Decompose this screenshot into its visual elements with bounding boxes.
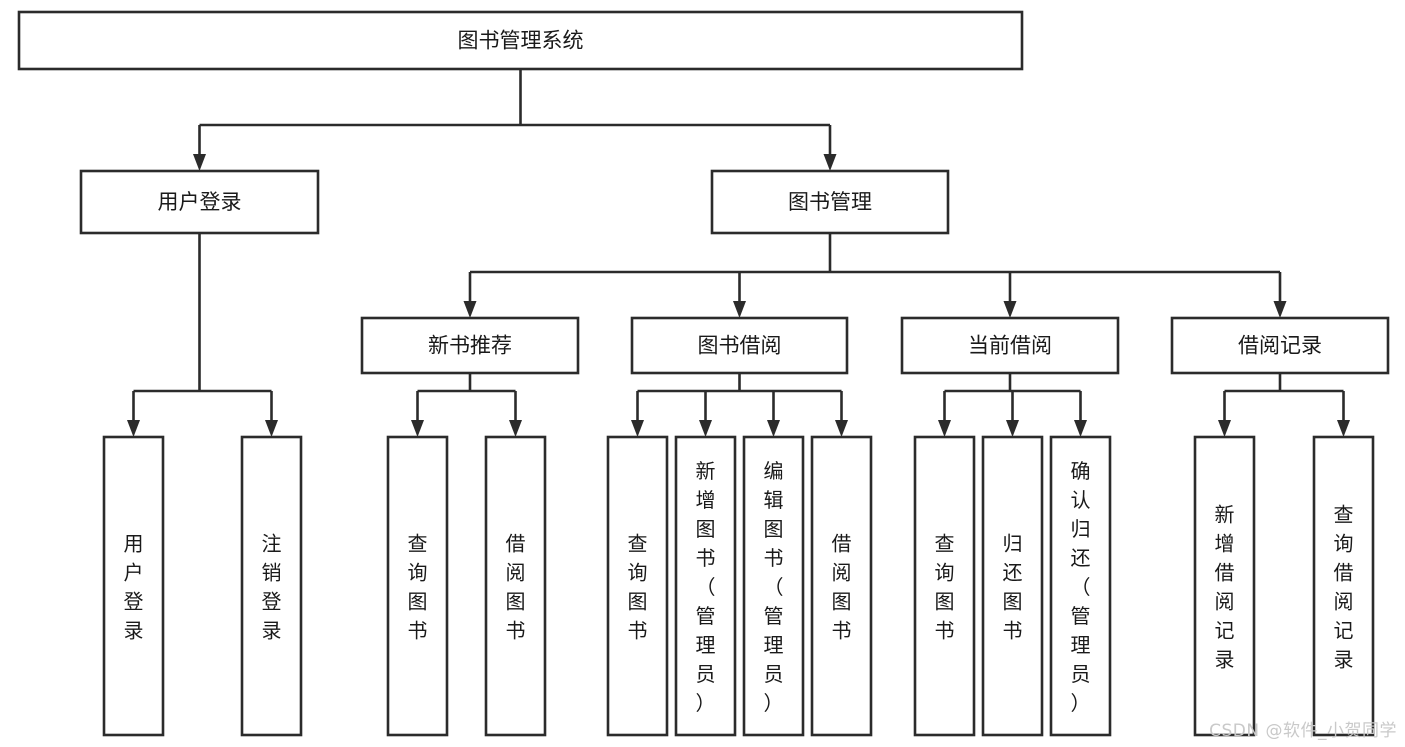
node-borrow-record[interactable]: 借阅记录: [1170, 316, 1390, 375]
node-leaf-query-book-b[interactable]: 查询图书: [606, 435, 669, 737]
connector-layer: [127, 69, 1350, 437]
node-leaf-add-record[interactable]: 新增借阅记录: [1193, 435, 1256, 737]
node-leaf-edit-book[interactable]: 编辑图书（管理员）: [742, 435, 805, 737]
node-leaf-borrow-book-a[interactable]: 借阅图书: [484, 435, 547, 737]
connector-group-book_mgmt: [463, 233, 1287, 318]
connector-group-root: [193, 69, 837, 171]
node-label: 确认归还（管理员）: [1071, 459, 1091, 715]
connector-group-new_book_rec: [411, 373, 522, 437]
node-current-borrow[interactable]: 当前借阅: [900, 316, 1120, 375]
node-layer: 图书管理系统用户登录图书管理新书推荐图书借阅当前借阅借阅记录用户登录注销登录查询…: [17, 10, 1390, 737]
node-label: 新增图书（管理员）: [696, 459, 716, 715]
node-leaf-confirm-return[interactable]: 确认归还（管理员）: [1049, 435, 1112, 737]
connector-group-book_borrow: [631, 373, 848, 437]
node-root[interactable]: 图书管理系统: [17, 10, 1024, 71]
node-label: 借阅图书: [506, 531, 526, 642]
node-leaf-user-login[interactable]: 用户登录: [102, 435, 165, 737]
node-label: 图书管理: [788, 190, 872, 214]
node-label: 新增借阅记录: [1215, 502, 1235, 671]
node-label: 注销登录: [262, 531, 282, 642]
node-new-book-rec[interactable]: 新书推荐: [360, 316, 580, 375]
connector-group-user_login: [127, 233, 278, 437]
node-leaf-query-record[interactable]: 查询借阅记录: [1312, 435, 1375, 737]
node-user-login[interactable]: 用户登录: [79, 169, 320, 235]
node-label: 新书推荐: [428, 334, 512, 358]
connector-group-borrow_record: [1218, 373, 1350, 437]
node-label: 用户登录: [158, 190, 242, 214]
node-leaf-return-book[interactable]: 归还图书: [981, 435, 1044, 737]
connector-group-current_borrow: [938, 373, 1087, 437]
node-leaf-add-book[interactable]: 新增图书（管理员）: [674, 435, 737, 737]
node-label: 查询图书: [408, 531, 428, 642]
node-label: 查询借阅记录: [1334, 502, 1354, 671]
node-label: 编辑图书（管理员）: [764, 459, 784, 715]
node-leaf-query-book-a[interactable]: 查询图书: [386, 435, 449, 737]
node-label: 归还图书: [1003, 531, 1023, 642]
node-label: 查询图书: [628, 531, 648, 642]
node-leaf-query-book-c[interactable]: 查询图书: [913, 435, 976, 737]
node-leaf-logout[interactable]: 注销登录: [240, 435, 303, 737]
node-label: 借阅图书: [832, 531, 852, 642]
node-label: 用户登录: [124, 531, 144, 642]
node-book-mgmt[interactable]: 图书管理: [710, 169, 950, 235]
watermark-text: CSDN @软件_小贺同学: [1209, 721, 1397, 741]
node-label: 当前借阅: [968, 334, 1052, 358]
node-label: 图书借阅: [698, 334, 782, 358]
node-label: 图书管理系统: [458, 29, 584, 53]
node-leaf-borrow-book-b[interactable]: 借阅图书: [810, 435, 873, 737]
node-label: 借阅记录: [1238, 334, 1322, 358]
node-book-borrow[interactable]: 图书借阅: [630, 316, 849, 375]
node-label: 查询图书: [935, 531, 955, 642]
